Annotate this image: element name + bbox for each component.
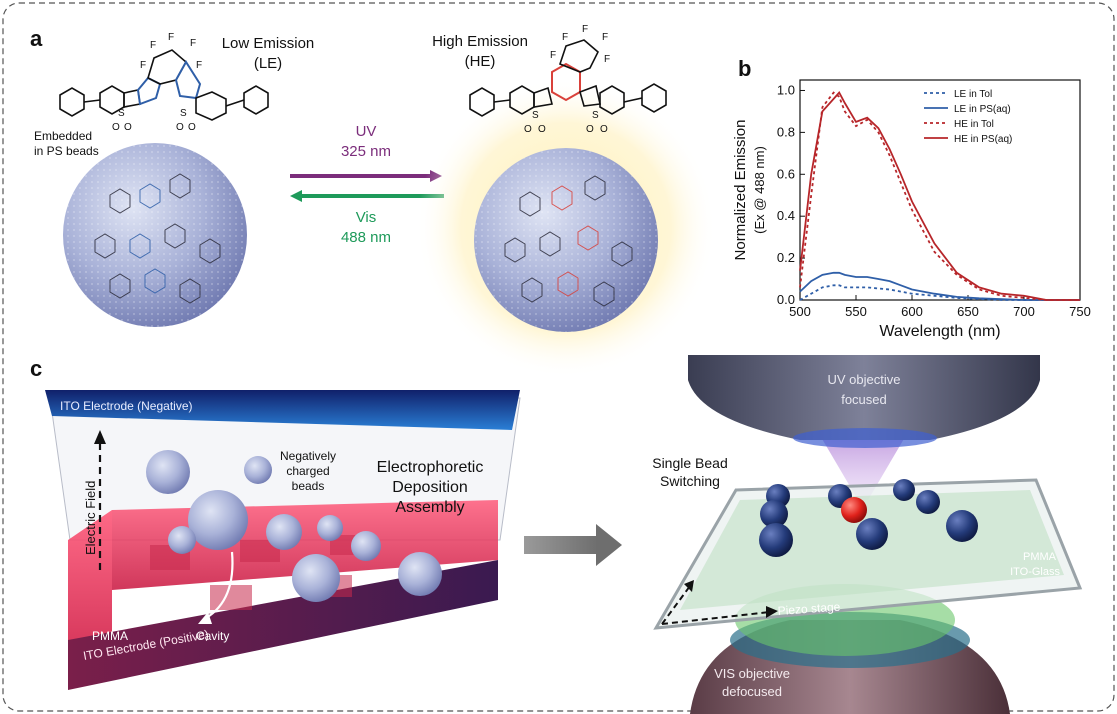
svg-text:O: O <box>124 122 132 133</box>
svg-text:F: F <box>140 60 146 71</box>
x-tick-label: 600 <box>901 304 923 319</box>
emission-chart: 500 550 600 650 700 750 0.0 0.2 0.4 0.6 0.8 1.0Wave… <box>732 79 1091 340</box>
uv-objective-label-line1: UV objective <box>828 372 901 387</box>
svg-text:F: F <box>562 32 568 43</box>
he-abbr: (HE) <box>465 53 496 70</box>
he-molecule <box>469 39 667 117</box>
x-axis-label: Wavelength (nm) <box>879 323 1000 340</box>
ito-negative-label: ITO Electrode (Negative) <box>60 399 193 413</box>
svg-text:F: F <box>190 38 196 49</box>
svg-text:O: O <box>112 122 120 133</box>
x-tick-label: 500 <box>789 304 811 319</box>
le-bead <box>63 143 247 327</box>
legend-label-4: HE in PS(aq) <box>954 134 1012 145</box>
piezo-stage-label: Piezo stage <box>777 600 841 618</box>
y-tick-label: 0.6 <box>777 166 795 181</box>
vis-label: Vis <box>356 209 377 226</box>
svg-text:F: F <box>582 24 588 35</box>
assembly-label-line3: Assembly <box>395 499 464 516</box>
y-tick-label: 0.0 <box>777 292 795 307</box>
chart-plot-area <box>799 79 1081 301</box>
beads-label-line3: beads <box>292 479 325 493</box>
svg-text:S: S <box>118 108 125 119</box>
microscope-setup: UV objective focused Single Bead Switchi… <box>652 355 1083 714</box>
x-tick-label: 750 <box>1069 304 1091 319</box>
panel-b: b 500 550 600 650 700 750 0.0 0.2 0.4 0.6 0.8 1.0Wa… <box>732 56 1091 340</box>
svg-text:O: O <box>524 124 532 135</box>
uv-objective <box>688 355 1040 440</box>
x-tick-label: 700 <box>1013 304 1035 319</box>
series-line-3 <box>799 91 1080 301</box>
uv-objective-label-line2: focused <box>841 392 887 407</box>
vis-objective-label-line2: defocused <box>722 684 782 699</box>
embedded-label-line2: in PS beads <box>34 144 99 158</box>
piezo-arrows <box>661 585 771 625</box>
svg-text:F: F <box>602 32 608 43</box>
beads-label-line2: charged <box>286 464 329 478</box>
panel-a-label: a <box>30 26 43 51</box>
svg-text:O: O <box>538 124 546 135</box>
ito-glass-label: ITO-Glass <box>1010 566 1060 578</box>
vis-objective-label-line1: VIS objective <box>714 666 790 681</box>
uv-wavelength: 325 nm <box>341 143 391 160</box>
assembly-beads <box>146 450 442 624</box>
svg-text:O: O <box>176 122 184 133</box>
panel-b-label: b <box>738 56 751 81</box>
beads-label-line1: Negatively <box>280 449 336 463</box>
le-abbr: (LE) <box>254 55 282 72</box>
svg-text:S: S <box>180 108 187 119</box>
x-tick-label: 650 <box>957 304 979 319</box>
uv-beam <box>818 432 908 500</box>
electric-field-label: Electric Field <box>83 481 98 555</box>
process-arrow <box>524 524 622 566</box>
he-title: High Emission <box>432 33 528 50</box>
y-axis-label-line1: Normalized Emission <box>732 120 749 261</box>
ito-negative-electrode <box>45 390 520 430</box>
pmma-left-label: PMMA <box>92 629 128 643</box>
svg-text:F: F <box>196 60 202 71</box>
svg-text:O: O <box>586 124 594 135</box>
cavity-label: Cavity <box>196 629 229 643</box>
le-molecule <box>59 49 269 121</box>
he-bead <box>474 148 658 332</box>
x-tick-label: 550 <box>845 304 867 319</box>
panel-c-label: c <box>30 356 42 381</box>
assembly-label-line1: Electrophoretic <box>377 459 484 476</box>
single-bead-label-line2: Switching <box>660 473 720 489</box>
svg-text:S: S <box>592 110 599 121</box>
series-line-4 <box>799 91 1080 301</box>
assembly-label-line2: Deposition <box>392 479 468 496</box>
electric-field-arrow: Electric Field <box>83 430 106 570</box>
svg-text:F: F <box>150 40 156 51</box>
y-tick-label: 1.0 <box>777 82 795 97</box>
pmma-right-label: PMMA <box>1023 551 1057 563</box>
svg-text:F: F <box>604 54 610 65</box>
y-tick-label: 0.2 <box>777 250 795 265</box>
le-title: Low Emission <box>222 35 315 52</box>
svg-text:O: O <box>188 122 196 133</box>
legend-label-2: LE in PS(aq) <box>954 104 1011 115</box>
y-tick-label: 0.8 <box>777 124 795 139</box>
svg-text:S: S <box>532 110 539 121</box>
svg-text:O: O <box>600 124 608 135</box>
panel-c: c ITO Electrode (Negative) ITO Electrode… <box>30 355 1083 714</box>
legend-label-3: HE in Tol <box>954 119 994 130</box>
uv-label: UV <box>356 123 377 140</box>
svg-text:F: F <box>168 32 174 43</box>
legend-label-1: LE in Tol <box>954 89 992 100</box>
y-tick-label: 0.4 <box>777 208 795 223</box>
switched-red-bead <box>841 497 867 523</box>
y-axis-label-line2: (Ex @ 488 nm) <box>752 146 767 234</box>
series-line-2 <box>799 271 1080 301</box>
stage-beads <box>759 479 978 557</box>
vis-wavelength: 488 nm <box>341 229 391 246</box>
single-bead-label-line1: Single Bead <box>652 455 728 471</box>
svg-text:F: F <box>550 50 556 61</box>
embedded-label-line1: Embedded <box>34 129 92 143</box>
